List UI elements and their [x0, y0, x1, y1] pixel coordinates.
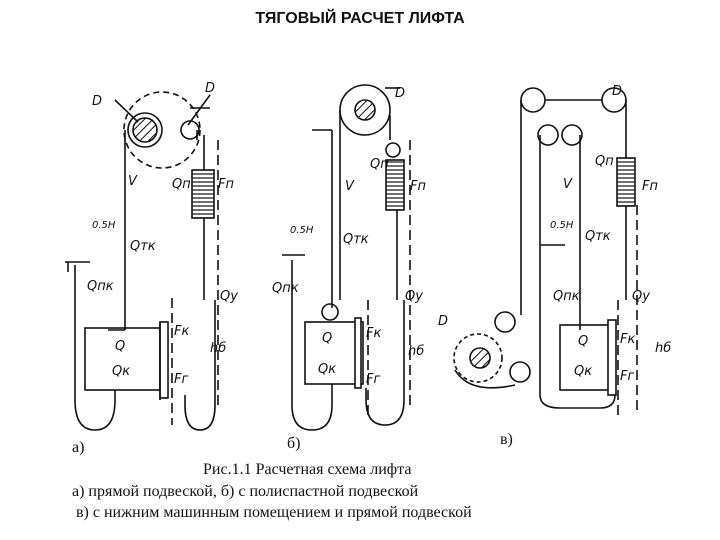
label-Qp-c: Qп: [595, 154, 614, 169]
traction-sheave-outline: [123, 91, 201, 169]
label-Q-a: Q: [115, 339, 125, 354]
label-Qy-a: Qу: [220, 289, 238, 304]
page-title: ТЯГОВЫЙ РАСЧЕТ ЛИФТА: [255, 10, 465, 27]
label-D-c2: D: [438, 314, 448, 329]
label-Fg-a: Fг: [174, 372, 188, 387]
car-cabin: [84, 327, 161, 391]
label-D-b: D: [395, 86, 405, 101]
label-halfH-b: 0.5H: [290, 225, 314, 236]
drive-sheave: [132, 117, 158, 143]
label-V-b: V: [345, 179, 355, 194]
label-hb-b: hб: [408, 344, 424, 359]
counterweight: [191, 169, 215, 219]
label-Fp-b: Fп: [410, 179, 426, 194]
figure-caption: Рис.1.1 Расчетная схема лифта: [203, 461, 412, 478]
label-halfH-c: 0.5H: [550, 220, 574, 231]
label-Fg-b: Fг: [366, 372, 380, 387]
label-Qpk-b: Qпк: [272, 281, 299, 296]
label-Qp-a: Qп: [172, 177, 191, 192]
label-hb-a: hб: [210, 341, 226, 356]
label-Qy-b: Qу: [405, 289, 423, 304]
label-Qpk-a: Qпк: [87, 279, 114, 294]
panel-a-scheme: [65, 91, 219, 431]
label-Qtk-a: Qтк: [130, 239, 156, 254]
label-Q-b: Q: [322, 331, 332, 346]
label-Qk-c: Qк: [574, 364, 592, 379]
label-Qk-a: Qк: [112, 364, 130, 379]
label-Qpk-c: Qпк: [553, 289, 580, 304]
label-Q-c: Q: [578, 334, 588, 349]
label-Fp-c: Fп: [642, 179, 658, 194]
label-D-c1: D: [612, 84, 622, 99]
label-Fg-c: Fг: [620, 369, 634, 384]
label-D-a1: D: [92, 94, 102, 109]
label-V-a: V: [128, 174, 138, 189]
label-Fk-c: Fк: [620, 332, 635, 347]
panel-c-scheme: [453, 87, 638, 415]
label-Qp-b: Qп: [370, 157, 389, 172]
label-D-a2: D: [205, 81, 215, 96]
label-Fk-a: Fк: [174, 324, 189, 339]
label-Qk-b: Qк: [318, 362, 336, 377]
label-Qy-c: Qу: [632, 289, 650, 304]
label-Fp-a: Fп: [218, 177, 234, 192]
label-Qtk-c: Qтк: [585, 229, 611, 244]
label-halfH-a: 0.5H: [92, 220, 116, 231]
panel-label-b: б): [287, 435, 300, 452]
panel-b-scheme: [282, 84, 411, 431]
caption-line-2: а) прямой подвеской, б) с полиспастной п…: [72, 483, 419, 500]
panel-label-c: в): [500, 431, 513, 448]
label-Qtk-b: Qтк: [343, 232, 369, 247]
label-hb-c: hб: [655, 341, 671, 356]
label-Fk-b: Fк: [366, 326, 381, 341]
panel-label-a: а): [72, 439, 84, 456]
caption-line-3: в) с нижним машинным помещением и прямой…: [76, 504, 472, 521]
label-V-c: V: [563, 177, 573, 192]
